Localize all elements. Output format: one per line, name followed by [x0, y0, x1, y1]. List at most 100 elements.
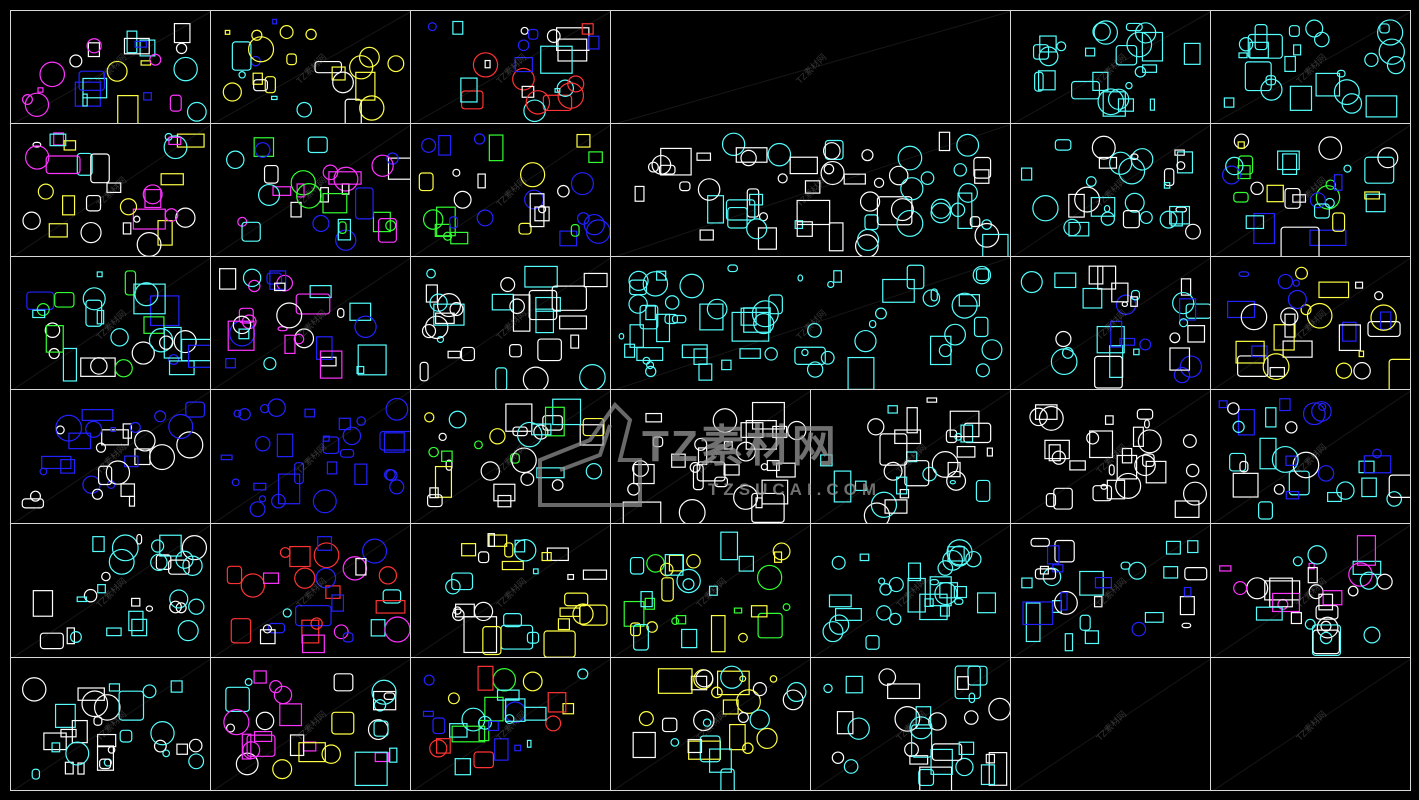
cad-symbol	[1361, 477, 1377, 498]
cad-symbol	[372, 211, 391, 233]
cad-symbol	[906, 264, 925, 290]
cad-symbol	[822, 142, 841, 160]
cad-symbol	[1285, 421, 1298, 434]
cad-symbol	[1119, 337, 1136, 346]
cad-symbol	[887, 405, 898, 414]
cad-symbol	[131, 618, 148, 637]
cad-symbol	[1053, 487, 1073, 510]
cad-symbol	[1145, 460, 1167, 484]
cad-symbol	[659, 562, 674, 577]
cad-symbol	[422, 209, 444, 230]
cad-symbols	[1213, 390, 1410, 523]
block-cell-plants: TZ素材网	[1010, 389, 1211, 524]
cad-symbol	[1277, 150, 1300, 171]
cad-symbol	[1034, 568, 1057, 580]
cad-symbol	[907, 577, 926, 613]
watermark-diagonal	[1213, 257, 1410, 389]
cad-symbol	[577, 668, 589, 680]
cad-symbol	[1092, 22, 1111, 41]
cad-symbol	[133, 283, 166, 315]
cad-symbol	[750, 605, 768, 618]
watermark-diagonal	[213, 658, 410, 790]
block-cell-workstations: TZ素材网	[610, 657, 811, 791]
cad-symbol	[1093, 596, 1103, 608]
cad-symbol	[173, 330, 197, 354]
cad-symbol	[55, 414, 83, 442]
cad-symbol	[1034, 404, 1058, 420]
cad-symbol	[928, 712, 947, 731]
cad-symbol	[535, 308, 555, 334]
cad-symbol	[276, 433, 294, 458]
cad-symbol	[173, 23, 191, 44]
cad-symbol	[543, 630, 576, 657]
cad-symbol	[1163, 182, 1171, 189]
cad-symbol	[95, 442, 107, 453]
cad-symbol	[78, 70, 106, 91]
cad-symbol	[749, 709, 770, 730]
cad-symbol	[488, 134, 504, 162]
cad-symbol	[929, 335, 952, 366]
cad-symbol	[1262, 353, 1290, 381]
cad-symbol	[1364, 156, 1395, 184]
cad-symbol	[679, 273, 705, 299]
cad-symbol	[279, 547, 291, 558]
cad-symbol	[1318, 593, 1334, 611]
cad-symbol	[820, 160, 845, 186]
cad-symbol	[922, 466, 937, 482]
cad-symbol	[1306, 302, 1333, 329]
block-cell-lamps: TZ素材网	[410, 523, 611, 658]
cad-symbol	[854, 480, 867, 492]
cad-symbol	[22, 677, 47, 702]
cad-symbol	[955, 757, 974, 777]
cad-symbol	[82, 475, 101, 494]
cad-symbol	[1302, 402, 1326, 426]
cad-symbol	[164, 208, 179, 222]
cad-symbol	[739, 675, 747, 682]
cad-symbol	[362, 538, 388, 564]
cad-symbol	[1030, 537, 1050, 547]
cad-symbol	[972, 265, 992, 285]
watermark-diagonal	[13, 390, 210, 523]
cad-symbol	[86, 38, 102, 54]
cad-symbol	[484, 59, 491, 69]
cad-symbol	[150, 553, 168, 572]
cad-symbol	[436, 206, 456, 237]
cad-symbol	[828, 222, 844, 252]
cad-symbol	[900, 177, 924, 201]
cad-symbol	[547, 692, 567, 713]
cad-symbol	[714, 476, 728, 488]
cad-symbol	[93, 694, 121, 721]
cad-symbol	[1315, 72, 1341, 97]
cad-symbol	[224, 29, 231, 35]
cad-symbol	[1233, 191, 1249, 203]
cad-symbol	[1163, 566, 1179, 579]
cad-symbol	[1251, 345, 1268, 358]
cad-symbol	[1055, 330, 1072, 348]
cad-symbol	[957, 192, 973, 230]
cad-symbol	[298, 742, 326, 763]
cad-symbol	[326, 461, 338, 475]
cad-symbol	[1133, 348, 1140, 356]
cad-symbol	[679, 181, 691, 192]
cad-symbol	[76, 596, 88, 603]
cad-symbol	[48, 347, 60, 360]
cad-symbol	[143, 92, 152, 101]
cad-symbol	[175, 207, 196, 228]
cad-symbol	[185, 401, 206, 418]
cad-symbol	[1082, 287, 1103, 309]
cad-symbol	[1185, 303, 1210, 319]
cad-symbol	[868, 319, 877, 329]
cad-symbol	[249, 501, 266, 518]
cad-symbol	[889, 612, 902, 626]
cad-symbol	[238, 328, 250, 340]
cad-symbol	[1134, 454, 1156, 477]
cad-symbol	[1185, 463, 1200, 478]
cad-symbol	[37, 183, 54, 200]
cad-symbol	[449, 216, 459, 229]
cad-symbol	[21, 498, 45, 509]
cad-symbol	[450, 231, 469, 245]
cad-symbol	[419, 361, 429, 382]
block-cell-bedroom: TZ素材网	[1210, 256, 1411, 390]
cad-symbol	[225, 358, 236, 369]
cad-symbol	[294, 567, 316, 589]
